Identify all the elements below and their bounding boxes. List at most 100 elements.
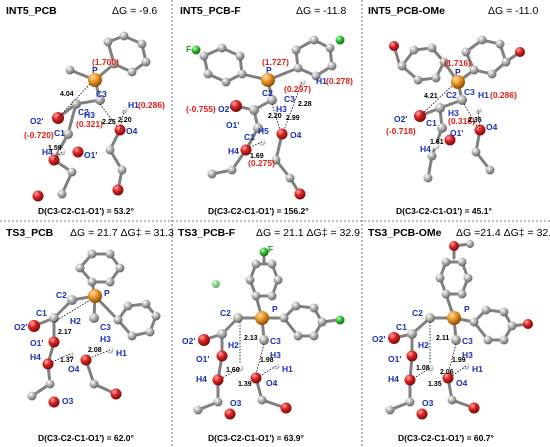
dihedral-label: D(C3-C2-C1-O1') = 53.2° — [38, 206, 134, 216]
atom-label: O1' — [388, 354, 401, 364]
distance-label: 1.98 — [260, 357, 274, 364]
oxygen-atom — [442, 372, 454, 384]
carbon-atom — [127, 67, 137, 77]
oxygen-atom — [515, 47, 525, 57]
carbon-atom — [461, 47, 471, 57]
dihedral-label: D(C3-C2-C1-O1') = 62.0° — [38, 433, 134, 443]
carbon-atom — [267, 259, 277, 269]
atom-label: O2' — [372, 334, 385, 344]
atom-label: H4 — [196, 374, 207, 384]
charge-label: (1.727) — [262, 57, 289, 67]
distance-label: 2.17 — [58, 329, 72, 336]
oxygen-atom — [72, 146, 84, 158]
distance-label: 2.08 — [88, 347, 102, 354]
carbon-atom — [397, 61, 407, 71]
contact-line — [283, 81, 303, 131]
charge-label: (0.278) — [326, 76, 353, 86]
oxygen-atom — [42, 358, 54, 370]
dihedral-label: D(C3-C2-C1-O1') = 63.9° — [208, 433, 304, 443]
distances: 4.21 2.35 1.61 — [424, 93, 482, 146]
charge-label: (0.286) — [138, 100, 165, 110]
oxygen-atom — [112, 184, 124, 196]
carbon-atom — [105, 277, 115, 287]
atom-label: O3 — [230, 398, 242, 408]
oxygen-atom — [406, 350, 418, 362]
atoms — [385, 240, 533, 420]
dihedral-label: D(C3-C2-C1-O1') = 60.7° — [398, 433, 494, 443]
contact-line — [119, 109, 125, 131]
distance-label: 4.21 — [424, 93, 438, 100]
carbon-atom — [113, 315, 123, 325]
carbon-atom — [427, 43, 437, 53]
oxygen-atom — [114, 124, 126, 136]
charge-label: (-0.755) — [186, 104, 216, 114]
distance-label: 4.04 — [60, 91, 74, 98]
distances: 2.20 2.99 1.69 2.28 — [250, 101, 312, 160]
atom-label: H1 — [116, 348, 127, 358]
carbon-atom — [259, 335, 269, 345]
carbon-atom — [257, 395, 267, 405]
carbon-atom — [425, 313, 435, 323]
carbon-atom — [253, 123, 263, 133]
charge-label: (-0.718) — [386, 126, 416, 136]
atom-label: H3 — [270, 350, 281, 360]
atom-label: C2 — [56, 290, 67, 300]
carbon-atom — [279, 313, 289, 323]
atom-label: H1 — [478, 90, 489, 100]
carbon-atom — [123, 301, 133, 311]
carbon-atom — [437, 123, 447, 133]
carbon-atom — [105, 145, 115, 155]
oxygen-atom — [468, 402, 480, 414]
atom-labels: P C2 C1 O2' H2 C3 O1' H3 H4 H1 O4 O3 — [14, 288, 127, 406]
atoms — [193, 247, 345, 420]
atom-label: O4 — [456, 378, 468, 388]
atom-label: H1 — [282, 364, 293, 374]
atom-labels: P C2 C3 O2' H3 C1 O1' H4 H1 O4 — [394, 67, 498, 154]
charges: (1.716) (0.286) (0.316) (-0.718) — [386, 58, 517, 136]
carbon-atom — [89, 313, 99, 323]
contact-line — [259, 365, 277, 377]
contacts — [51, 299, 111, 363]
carbon-atom — [309, 331, 319, 341]
oxygen-atom — [250, 372, 262, 384]
carbon-atom — [273, 275, 283, 285]
carbon-atom — [207, 169, 217, 179]
charge-label: (1.700) — [92, 57, 119, 67]
carbon-atom — [249, 105, 259, 115]
panel-title: INT5_PCB-OMe — [368, 5, 445, 17]
carbon-atom — [507, 321, 517, 331]
carbon-atom — [267, 95, 277, 105]
carbon-atom — [487, 69, 497, 79]
panel-title: TS3_PCB — [6, 227, 54, 239]
carbon-atom — [457, 257, 467, 267]
carbon-atom — [199, 51, 209, 61]
carbon-atom — [481, 305, 491, 315]
carbon-atom — [499, 307, 509, 317]
contact-line — [477, 109, 481, 131]
carbon-atom — [217, 43, 227, 53]
molecule-ts3-pcb — [30, 252, 158, 398]
distance-label: 1.08 — [416, 365, 430, 372]
hydrogen-atom — [432, 142, 440, 150]
distances: 2.11 1.08 1.99 2.06 1.35 — [416, 335, 466, 388]
contact-line — [99, 103, 119, 129]
atom-labels: P C3 C2 O2' C1 H3 H4 O1' H1 O4 — [30, 65, 139, 160]
carbon-atom — [441, 289, 451, 299]
atom-label: H3 — [84, 110, 95, 120]
atom-label: H2 — [228, 340, 239, 350]
charge-label: (0.316) — [448, 116, 475, 126]
carbon-atom — [137, 39, 147, 49]
carbon-atom — [87, 249, 97, 259]
phenyl-ring — [78, 252, 122, 284]
carbon-atom — [477, 35, 487, 45]
charge-label: (0.321) — [76, 119, 103, 129]
carbon-atom — [67, 295, 77, 305]
distance-label: 2.13 — [244, 335, 258, 342]
atom-label: C2 — [78, 107, 89, 117]
phosphorus-atom — [88, 289, 102, 303]
atom-label: O1' — [226, 120, 239, 130]
phosphorus-atom — [261, 73, 275, 87]
carbon-atom — [151, 311, 161, 321]
energy-value: ΔG = -11.8 — [296, 5, 346, 17]
